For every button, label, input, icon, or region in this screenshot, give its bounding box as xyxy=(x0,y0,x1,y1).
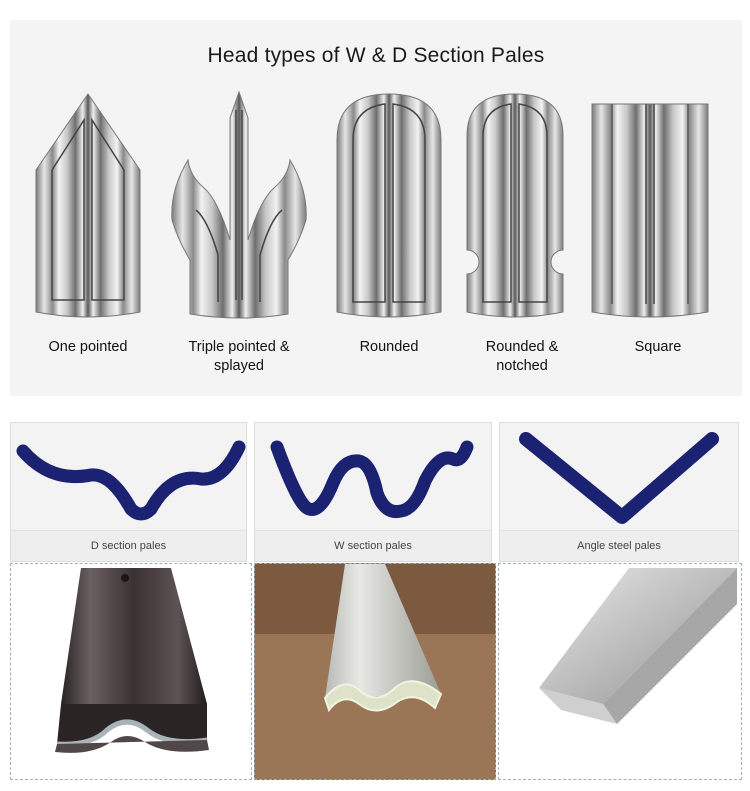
label-line: splayed xyxy=(214,358,264,374)
angle-steel-pale-photo xyxy=(539,568,737,724)
profile-d-section: D section pales xyxy=(10,422,247,562)
w-section-pale-photo xyxy=(255,564,495,779)
profile-caption: Angle steel pales xyxy=(500,530,738,561)
label-line: Rounded xyxy=(359,339,419,355)
pale-one-pointed xyxy=(32,90,144,320)
pale-rounded-notched xyxy=(465,90,565,320)
w-section-profile-icon xyxy=(270,440,474,519)
rounded-notched-pale-illustration xyxy=(466,93,564,318)
label-triple-pointed: Triple pointed & splayed xyxy=(164,338,314,376)
label-rounded: Rounded xyxy=(314,338,464,357)
head-types-panel: Head types of W & D Section Pales One po… xyxy=(10,20,742,396)
profile-caption: D section pales xyxy=(11,530,246,561)
pale-triple-pointed xyxy=(168,90,310,320)
rounded-pale-illustration xyxy=(336,93,442,318)
profile-angle-steel: Angle steel pales xyxy=(499,422,739,562)
label-rounded-notched: Rounded & notched xyxy=(447,338,597,376)
triple-pointed-pale-illustration xyxy=(171,90,307,319)
label-line: Rounded & xyxy=(485,339,559,355)
photo-d-section-pale xyxy=(10,563,252,780)
label-one-pointed: One pointed xyxy=(13,338,163,357)
profile-w-section: W section pales xyxy=(254,422,492,562)
d-section-profile-icon xyxy=(16,440,246,521)
d-section-pale-photo xyxy=(55,568,209,753)
label-line: Square xyxy=(634,339,682,355)
pale-rounded xyxy=(335,90,443,320)
profile-caption: W section pales xyxy=(255,530,491,561)
square-pale-illustration xyxy=(591,103,709,318)
label-line: Triple pointed & xyxy=(188,339,290,355)
one-pointed-pale-illustration xyxy=(35,93,141,318)
angle-steel-profile-icon xyxy=(519,432,719,524)
pale-square xyxy=(590,90,710,320)
page-title: Head types of W & D Section Pales xyxy=(207,44,545,67)
label-square: Square xyxy=(583,338,733,357)
label-line: One pointed xyxy=(48,339,128,355)
photo-angle-steel-pale xyxy=(498,563,742,780)
photo-w-section-pale xyxy=(254,563,496,780)
label-line: notched xyxy=(496,358,548,374)
